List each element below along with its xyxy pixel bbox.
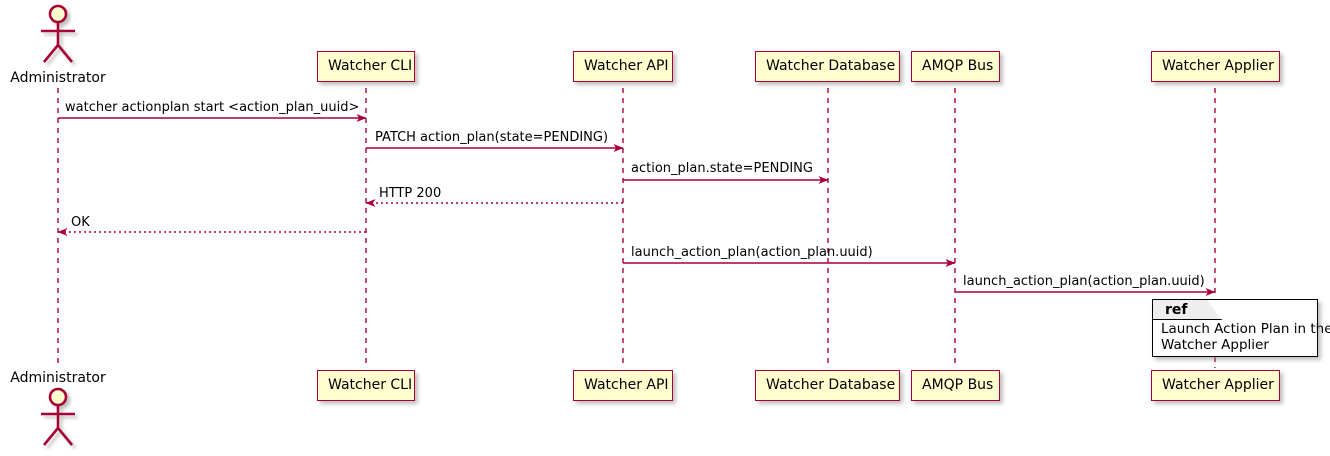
message-label-2: PATCH action_plan(state=PENDING) (375, 130, 609, 145)
message-arrows (57, 114, 1216, 296)
actor-figure-top (41, 4, 75, 63)
message-label-6: launch_action_plan(action_plan.uuid) (631, 245, 873, 260)
message-label-1: watcher actionplan start <action_plan_uu… (65, 100, 360, 115)
participant-box-watcher-cli-top[interactable]: Watcher CLI (317, 51, 415, 82)
lifelines (57, 88, 1216, 368)
message-label-4: HTTP 200 (379, 186, 442, 201)
message-label-5: OK (71, 215, 90, 230)
participant-box-watcher-database-top[interactable]: Watcher Database (755, 51, 900, 82)
message-label-3: action_plan.state=PENDING (631, 161, 813, 176)
participant-box-watcher-applier-top[interactable]: Watcher Applier (1151, 51, 1280, 82)
participant-box-watcher-applier-bottom[interactable]: Watcher Applier (1151, 370, 1280, 401)
actor-label-administrator-top[interactable]: Administrator (10, 70, 106, 86)
ref-tab-label: ref (1165, 302, 1188, 318)
participant-box-watcher-database-bottom[interactable]: Watcher Database (755, 370, 900, 401)
ref-text-line-2: Watcher Applier (1161, 337, 1269, 353)
participant-box-amqp-bus-bottom[interactable]: AMQP Bus (911, 370, 1000, 401)
participant-box-watcher-api-bottom[interactable]: Watcher API (573, 370, 673, 401)
participant-box-watcher-cli-bottom[interactable]: Watcher CLI (317, 370, 415, 401)
participant-box-watcher-api-top[interactable]: Watcher API (573, 51, 673, 82)
actor-label-administrator-bottom[interactable]: Administrator (10, 370, 106, 386)
message-label-7: launch_action_plan(action_plan.uuid) (963, 274, 1205, 289)
ref-fragment[interactable]: ref Launch Action Plan in the Watcher Ap… (1152, 299, 1330, 357)
participant-box-amqp-bus-top[interactable]: AMQP Bus (911, 51, 1000, 82)
ref-text-line-1: Launch Action Plan in the (1161, 321, 1330, 337)
actor-figure-bottom (41, 387, 75, 446)
